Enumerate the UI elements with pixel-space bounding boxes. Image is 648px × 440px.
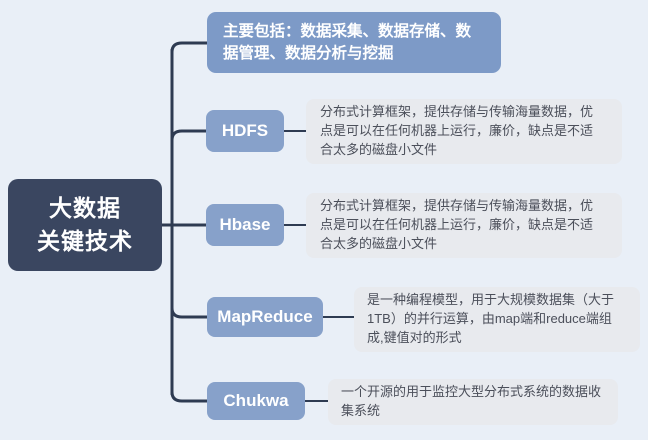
connector-branch-summary: [170, 41, 209, 54]
description-mapreduce[interactable]: 是一种编程模型，用于大规模数据集（大于1TB）的并行运算，由map端和reduc…: [354, 287, 640, 352]
topic-node-chukwa[interactable]: Chukwa: [207, 382, 305, 420]
connector-branch-mapreduce: [170, 306, 209, 319]
topic-node-hdfs[interactable]: HDFS: [206, 110, 284, 152]
summary-node[interactable]: 主要包括：数据采集、数据存储、数据管理、数据分析与挖掘: [207, 12, 501, 74]
topic-node-mapreduce[interactable]: MapReduce: [207, 297, 323, 337]
root-node-big-data-key-tech[interactable]: 大数据 关键技术: [8, 179, 162, 271]
connector-branch-hdfs: [170, 129, 208, 142]
description-hbase[interactable]: 分布式计算框架，提供存储与传输海量数据，优点是可以在任何机器上运行，廉价，缺点是…: [306, 193, 622, 258]
topic-node-hbase[interactable]: Hbase: [206, 204, 284, 246]
connector-branch-chukwa: [170, 390, 209, 403]
description-chukwa[interactable]: 一个开源的用于监控大型分布式系统的数据收集系统: [328, 379, 618, 425]
description-hdfs[interactable]: 分布式计算框架，提供存储与传输海量数据，优点是可以在任何机器上运行，廉价，缺点是…: [306, 99, 622, 164]
